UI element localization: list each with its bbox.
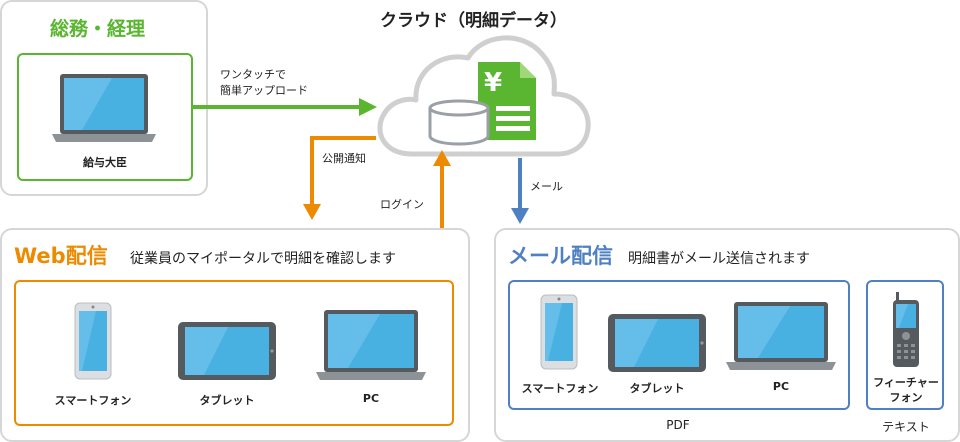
mail-smartphone-icon bbox=[540, 294, 578, 370]
feature-phone-label-line2: フォン bbox=[889, 391, 923, 404]
web-smartphone-label: スマートフォン bbox=[54, 394, 132, 407]
mail-tablet-label: タブレット bbox=[629, 382, 685, 395]
pc-laptop-icon bbox=[316, 310, 426, 380]
login-arrow bbox=[433, 150, 451, 232]
publish-notice-label: 公開通知 bbox=[322, 152, 366, 165]
mail-label: メール bbox=[530, 180, 563, 193]
upload-label-line1: ワンタッチで bbox=[220, 68, 286, 81]
accounting-device-label: 給与大臣 bbox=[83, 156, 127, 169]
smartphone-icon bbox=[74, 302, 112, 380]
mail-arrow bbox=[511, 158, 529, 224]
mail-pc-laptop-icon bbox=[726, 302, 836, 370]
web-delivery-title: Web配信 bbox=[14, 244, 108, 268]
tablet-icon bbox=[178, 322, 276, 380]
accounting-title: 総務・経理 bbox=[50, 18, 146, 40]
mail-tablet-icon bbox=[608, 314, 706, 372]
feature-phone-label-line1: フィーチャー bbox=[873, 376, 939, 389]
web-delivery-subtitle: 従業員のマイポータルで明細を確認します bbox=[130, 251, 396, 267]
mail-delivery-subtitle: 明細書がメール送信されます bbox=[628, 251, 810, 267]
pdf-caption: PDF bbox=[666, 418, 690, 432]
mail-smartphone-label: スマートフォン bbox=[521, 382, 599, 395]
upload-arrow bbox=[193, 98, 377, 116]
text-caption: テキスト bbox=[882, 420, 930, 434]
mail-pc-label: PC bbox=[772, 380, 790, 393]
cloud-title: クラウド（明細データ） bbox=[380, 11, 567, 31]
publish-notice-arrow bbox=[303, 136, 376, 220]
web-tablet-label: タブレット bbox=[199, 394, 255, 407]
web-pc-label: PC bbox=[362, 392, 380, 405]
upload-label-line2: 簡単アップロード bbox=[220, 84, 308, 97]
database-icon bbox=[428, 99, 490, 146]
login-label: ログイン bbox=[380, 198, 424, 211]
feature-phone-icon bbox=[893, 292, 919, 367]
mail-delivery-title: メール配信 bbox=[508, 244, 613, 268]
document-icon bbox=[478, 62, 536, 140]
laptop-icon bbox=[52, 74, 156, 142]
yen-symbol: ¥ bbox=[484, 68, 503, 98]
